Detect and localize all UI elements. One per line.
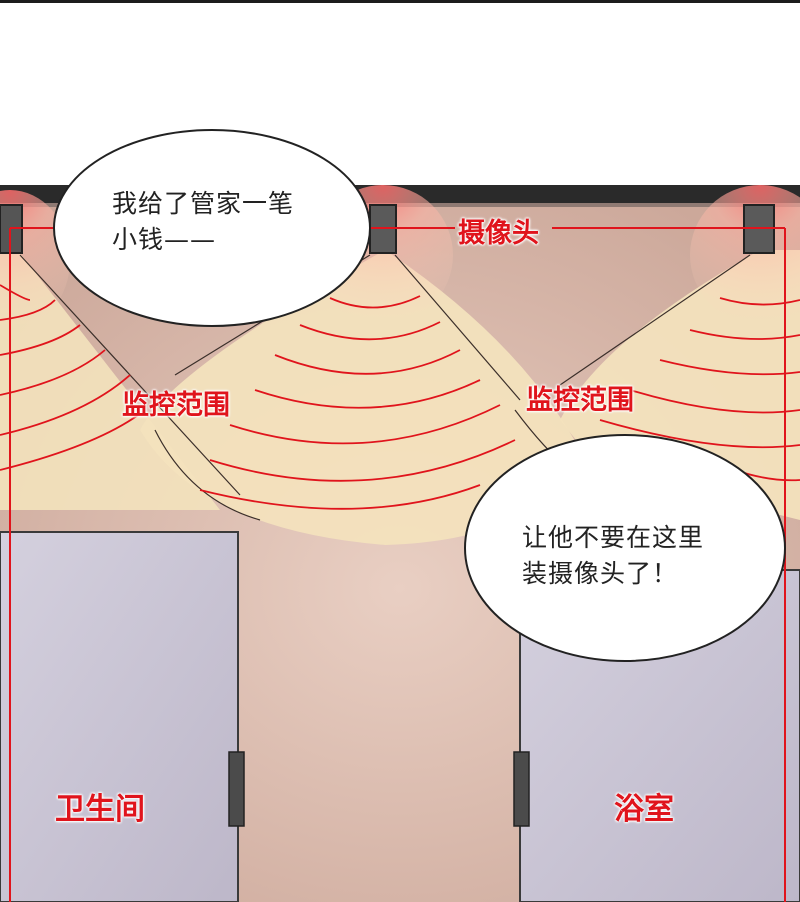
speech-bubble-top-left xyxy=(53,129,371,327)
speech-text-bottom-right: 让他不要在这里 装摄像头了！ xyxy=(522,520,704,592)
speech-line: 装摄像头了！ xyxy=(522,559,679,588)
door-bathroom xyxy=(0,531,239,902)
signal-arcs-right xyxy=(599,297,800,482)
speech-text-top-left: 我给了管家一笔 小钱—— xyxy=(112,186,294,258)
speech-bubble-bottom-right xyxy=(464,434,786,662)
label-bathroom: 卫生间 xyxy=(55,792,145,827)
label-camera: 摄像头 xyxy=(458,218,539,249)
door-hinge-icon xyxy=(513,751,530,827)
speech-line: 让他不要在这里 xyxy=(522,523,705,552)
speech-line: 我给了管家一笔 xyxy=(112,189,295,218)
signal-arcs-left xyxy=(0,284,146,471)
label-monitor-range-right: 监控范围 xyxy=(526,385,634,416)
speech-line: 小钱—— xyxy=(112,225,217,254)
label-shower-room: 浴室 xyxy=(614,792,674,827)
signal-arcs-center xyxy=(199,295,516,510)
label-monitor-range-left: 监控范围 xyxy=(122,390,230,421)
door-hinge-icon xyxy=(228,751,245,827)
panel-top-border xyxy=(0,0,800,3)
